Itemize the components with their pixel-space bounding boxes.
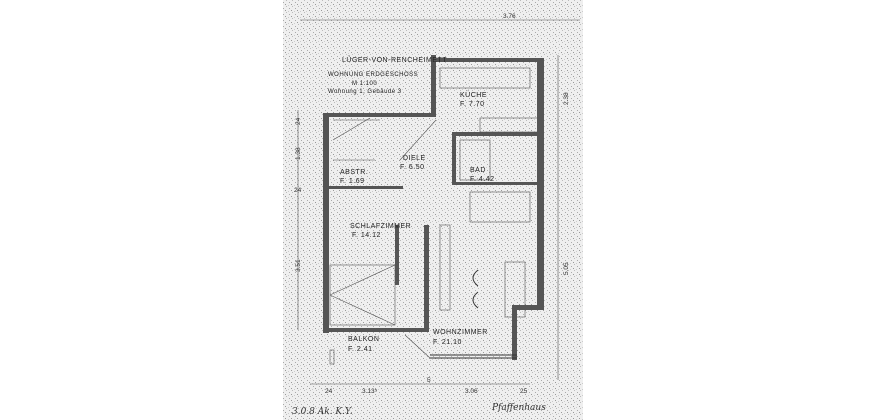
fixtures (329, 67, 541, 365)
walls (323, 55, 544, 360)
dim-left-mid2: 24 (294, 187, 302, 194)
room-area-bad: F. 4.42 (470, 176, 495, 183)
room-area-schlafzimmer: F. 14.12 (352, 232, 381, 239)
room-area-wohnzimmer: F. 21.10 (433, 339, 462, 346)
plan-scale: M 1:100 (352, 81, 377, 87)
handwritten-note-right: Pfaffenhaus (491, 403, 546, 413)
room-area-abstr: F. 1.69 (340, 178, 365, 185)
room-name-abstr: ABSTR. (340, 169, 368, 176)
room-name-balkon: BALKON (348, 336, 379, 343)
dim-left-mid: 1.38 (295, 147, 302, 160)
dim-right-lower: 5.05 (563, 262, 570, 275)
room-name-kueche: KÜCHE (460, 91, 487, 99)
dim-left-lower: 3.51 (295, 259, 302, 272)
room-name-diele: DIELE (403, 155, 426, 162)
handwritten-note-left: 3.0.8 Ak. K.Y. (292, 407, 353, 417)
dimension-lines (297, 19, 580, 385)
dim-bottom-4: 3.06 (465, 388, 478, 395)
plan-note: Wohnung 1, Gebäude 3 (328, 89, 402, 95)
dim-bottom-2: 3.13⁵ (362, 388, 378, 395)
dim-bottom-1: 24 (325, 388, 333, 395)
dim-right-upper: 2.38 (563, 92, 570, 105)
plan-title: LÜGER-VON-RENCHEIMETT (342, 56, 447, 64)
plan-subtitle: WOHNUNG ERDGESCHOSS (328, 72, 418, 78)
room-name-wohnzimmer: WOHNZIMMER (433, 329, 488, 336)
room-name-schlafzimmer: SCHLAFZIMMER (350, 223, 411, 230)
room-name-bad: BAD (470, 167, 486, 174)
dim-top: 3.76 (503, 13, 516, 20)
dim-left-top: 24 (295, 117, 302, 125)
room-area-kueche: F. 7.70 (460, 101, 485, 108)
room-area-balkon: F. 2.41 (348, 346, 373, 353)
dim-bottom-3: 5 (427, 377, 431, 384)
dim-bottom-5: 25 (520, 388, 528, 395)
room-area-diele: F. 6.50 (400, 164, 425, 171)
